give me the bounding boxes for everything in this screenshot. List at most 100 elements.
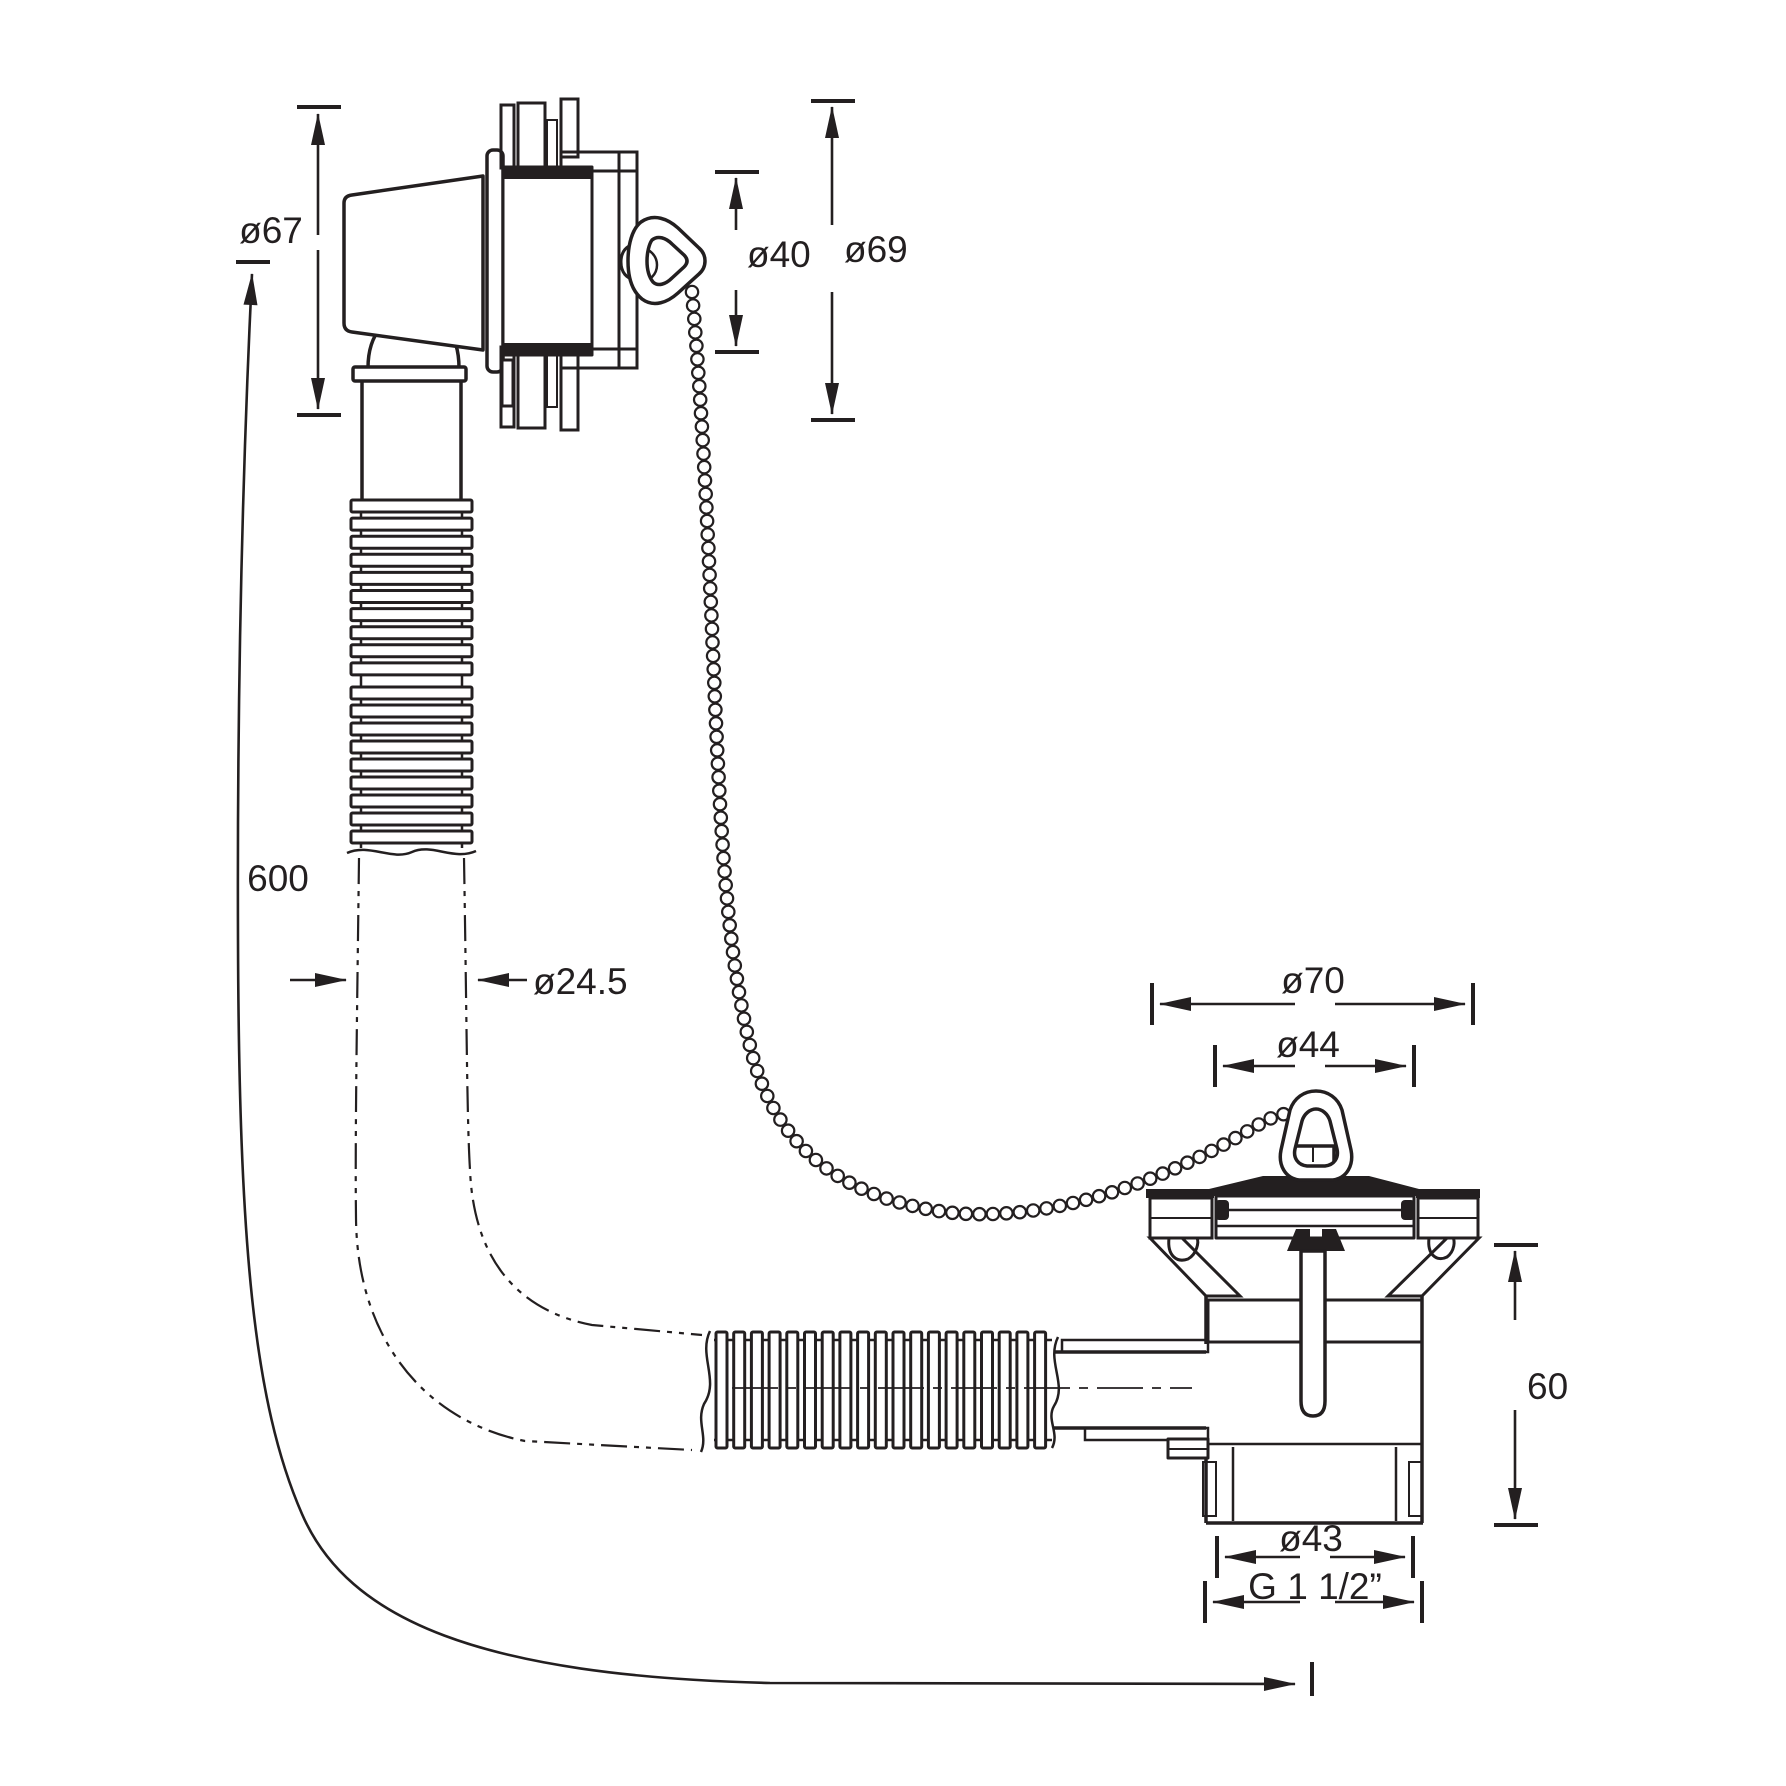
overflow-assembly: [342, 97, 707, 1452]
dimension-o40-label: ø40: [747, 234, 811, 275]
chain-link: [698, 486, 713, 502]
hose-rib: [349, 757, 474, 773]
dimension-o69-label: ø69: [844, 229, 908, 270]
chain-link: [727, 958, 743, 973]
chain-link: [713, 810, 729, 825]
wall-strip: [516, 345, 547, 430]
chain-link: [711, 783, 727, 798]
chain-link: [1239, 1124, 1255, 1139]
chain-link: [999, 1206, 1014, 1221]
chain-link: [709, 742, 725, 758]
hose-rib: [349, 829, 474, 845]
chain-link: [819, 1161, 834, 1176]
plug-strainer-bridge: [1287, 1229, 1345, 1251]
dimension-o43: ø43: [1215, 1518, 1415, 1578]
floor-skin-right: [1416, 1189, 1480, 1198]
chain-link: [690, 351, 705, 367]
chain-link: [958, 1206, 974, 1222]
plug-seal-stack: [1214, 1194, 1416, 1240]
chain-link: [702, 581, 718, 596]
inlet-seal-top: [1060, 1338, 1210, 1354]
chain-link: [1065, 1195, 1081, 1211]
chain-link: [701, 554, 717, 569]
chain-link: [1142, 1171, 1158, 1186]
chain-link: [707, 688, 723, 704]
flange-arm: [559, 347, 580, 432]
chain-link: [1204, 1143, 1219, 1159]
chain-link: [789, 1133, 804, 1149]
chain-link: [731, 984, 747, 1000]
chain-link: [716, 850, 731, 866]
chain-link: [703, 594, 719, 610]
thread-section-right: [1408, 1461, 1423, 1517]
chain-link: [754, 1076, 770, 1091]
chain-link: [1012, 1204, 1028, 1220]
hose-rib: [891, 1330, 906, 1450]
hose-rib: [349, 739, 474, 755]
dimension-annotations: ø67 600 ø24.5 ø40 ø69: [236, 99, 1568, 1696]
chain-link: [854, 1181, 869, 1196]
chain-link: [808, 1152, 824, 1168]
hose-rib: [349, 552, 474, 568]
vertical-corrugated-hose-lower: [349, 685, 474, 845]
chain-link: [720, 904, 736, 920]
hose-rib: [349, 661, 474, 677]
dimension-o44-label: ø44: [1276, 1024, 1340, 1065]
chain-link: [701, 540, 716, 556]
hose-rib: [767, 1330, 782, 1450]
chain-link: [1167, 1161, 1183, 1176]
chain-link: [710, 756, 726, 771]
chain-link: [773, 1112, 788, 1127]
chain-link: [705, 635, 720, 650]
chain-link: [1052, 1198, 1068, 1214]
chain-link: [725, 944, 741, 960]
seal-washer-right: [1322, 1298, 1424, 1344]
hose-phantom-outer: [354, 857, 693, 1452]
overflow-flange-section: [500, 97, 639, 432]
chain-link: [692, 392, 708, 407]
dimension-o69: ø69: [811, 99, 908, 422]
chain-link: [687, 325, 703, 340]
overflow-pipe-collar: [351, 365, 468, 383]
chain-link: [749, 1063, 765, 1079]
chain-link: [736, 1011, 752, 1026]
hose-rib: [1015, 1330, 1030, 1450]
chain-link: [704, 608, 719, 623]
hose-rib: [997, 1330, 1012, 1450]
dimension-o70-label: ø70: [1281, 960, 1345, 1001]
wall-strip: [516, 101, 547, 170]
chain-link: [1039, 1201, 1054, 1216]
chain-link: [691, 378, 707, 394]
dimension-o24-5: ø24.5: [290, 961, 628, 1002]
overflow-backplate: [485, 148, 505, 374]
chain-link: [766, 1100, 781, 1116]
hose-rib: [980, 1330, 994, 1450]
hose-rib: [349, 534, 474, 550]
chain-link: [706, 661, 721, 677]
chain-link: [1078, 1192, 1094, 1208]
flange-lip-right: [1427, 1236, 1456, 1261]
chain-link: [684, 284, 700, 300]
chain-link: [739, 1024, 755, 1040]
chain-link: [699, 513, 715, 529]
chain-link: [706, 675, 722, 691]
hose-rib: [349, 793, 474, 809]
chain-link: [699, 500, 714, 515]
hose-rib: [803, 1330, 817, 1450]
sleeve-seal-bottom: [503, 343, 592, 355]
chain-link: [686, 311, 702, 327]
hose-rib: [909, 1330, 924, 1450]
dimension-o40: ø40: [715, 170, 811, 354]
chain-link: [714, 823, 729, 839]
plug-seal-nub-right: [1401, 1200, 1415, 1220]
dimension-g1-1-2-label: G 1 1/2”: [1248, 1566, 1382, 1607]
wall-strip: [546, 119, 558, 169]
chain-link: [1263, 1111, 1278, 1126]
dimension-600-label: 600: [247, 858, 309, 899]
chain-link: [708, 715, 724, 731]
hose-rib: [785, 1330, 800, 1450]
hose-rib: [1033, 1330, 1048, 1450]
dimension-o44: ø44: [1213, 1024, 1416, 1087]
chain-link: [709, 729, 724, 745]
